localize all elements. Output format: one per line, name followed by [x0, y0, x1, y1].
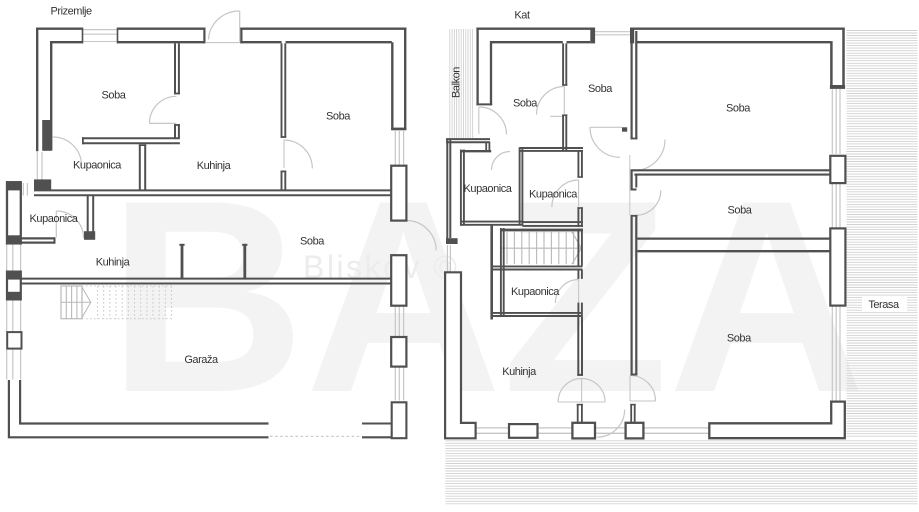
svg-text:Soba: Soba — [326, 111, 351, 123]
svg-text:Kupaonica: Kupaonica — [73, 160, 122, 172]
svg-text:Prizemlje: Prizemlje — [51, 6, 93, 18]
svg-text:Kupaonica: Kupaonica — [464, 183, 513, 195]
svg-text:Balkon: Balkon — [451, 67, 463, 98]
svg-text:Soba: Soba — [513, 98, 538, 110]
svg-text:Kupaonica: Kupaonica — [529, 189, 578, 201]
svg-text:Kuhinja: Kuhinja — [96, 257, 131, 269]
svg-text:Garaža: Garaža — [184, 354, 219, 366]
svg-text:Soba: Soba — [300, 236, 325, 248]
svg-text:Soba: Soba — [728, 205, 753, 217]
svg-text:Soba: Soba — [727, 333, 752, 345]
svg-text:Kupaonica: Kupaonica — [30, 213, 79, 225]
svg-text:Kat: Kat — [514, 10, 530, 22]
svg-text:Soba: Soba — [726, 103, 751, 115]
svg-text:Soba: Soba — [102, 90, 127, 102]
svg-text:Kuhinja: Kuhinja — [197, 160, 232, 172]
svg-text:Kuhinja: Kuhinja — [502, 366, 537, 378]
svg-text:Kupaonica: Kupaonica — [511, 286, 560, 298]
svg-text:Terasa: Terasa — [868, 299, 900, 311]
svg-text:Soba: Soba — [588, 83, 613, 95]
